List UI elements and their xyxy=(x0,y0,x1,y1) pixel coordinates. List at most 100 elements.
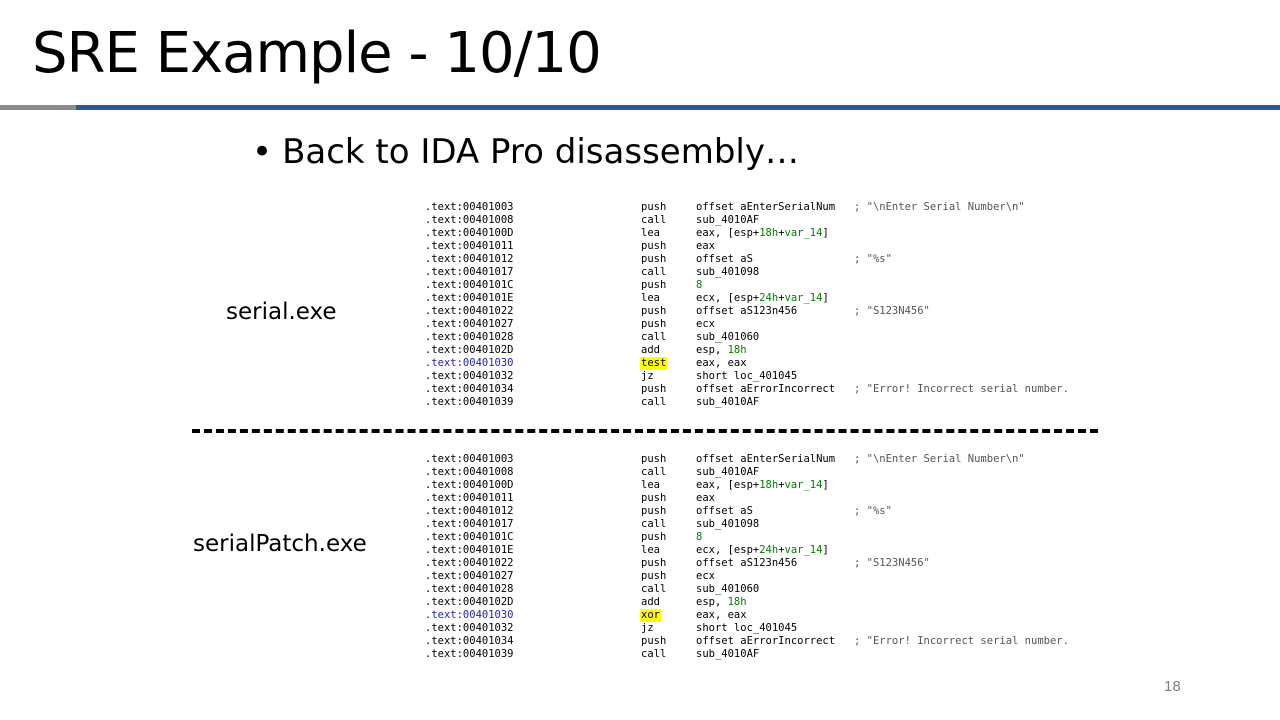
code-mnemonic: lea xyxy=(641,292,660,304)
code-comment: ; "Error! Incorrect serial number. xyxy=(854,635,1069,647)
code-address: .text:00401034 xyxy=(425,635,514,647)
code-comment: ; "%s" xyxy=(854,505,892,517)
code-address: .text:0040101E xyxy=(425,544,514,556)
code-operands: sub_401098 xyxy=(696,518,760,530)
code-operands: sub_4010AF xyxy=(696,214,760,226)
code-address: .text:0040101C xyxy=(425,531,514,543)
dashed-divider xyxy=(192,429,1098,433)
code-mnemonic: lea xyxy=(641,479,660,491)
code-mnemonic: push xyxy=(641,453,667,465)
code-mnemonic: call xyxy=(641,396,667,408)
code-address: .text:00401022 xyxy=(425,557,514,569)
code-address: .text:00401008 xyxy=(425,214,514,226)
code-comment: ; "S123N456" xyxy=(854,305,930,317)
code-address: .text:0040100D xyxy=(425,479,514,491)
code-address: .text:00401003 xyxy=(425,453,514,465)
code-operands: sub_4010AF xyxy=(696,648,760,660)
code-operands: eax xyxy=(696,240,715,252)
code-comment: ; "S123N456" xyxy=(854,557,930,569)
code-operands: esp, 18h xyxy=(696,596,747,608)
code-operands: sub_401060 xyxy=(696,331,760,343)
code-operands: sub_401060 xyxy=(696,583,760,595)
code-operands: 8 xyxy=(696,279,703,291)
code-address: .text:00401017 xyxy=(425,266,514,278)
code-mnemonic: call xyxy=(641,331,667,343)
code-address: .text:00401011 xyxy=(425,240,514,252)
serial-patch-disassembly: .text:00401003 push offset aEnterSerialNum… xyxy=(425,453,1105,661)
code-mnemonic: add xyxy=(641,596,660,608)
code-operands: offset aErrorIncorrect xyxy=(696,383,836,395)
code-mnemonic: push xyxy=(641,253,667,265)
code-mnemonic: jz xyxy=(641,370,654,382)
code-operands: short loc_401045 xyxy=(696,622,798,634)
code-mnemonic: call xyxy=(641,518,667,530)
code-operands: ecx, [esp+24h+var_14] xyxy=(696,292,829,304)
code-address: .text:00401034 xyxy=(425,383,514,395)
code-line: .text:0040101E lea ecx, [esp+24h+var_14] xyxy=(425,292,1105,305)
code-operands: ecx xyxy=(696,318,715,330)
bullet-marker: • xyxy=(252,132,273,172)
code-mnemonic: push xyxy=(641,635,667,647)
code-operands: eax, [esp+18h+var_14] xyxy=(696,227,829,239)
code-mnemonic: push xyxy=(641,383,667,395)
code-mnemonic: call xyxy=(641,466,667,478)
code-operands: eax, eax xyxy=(696,357,747,369)
code-mnemonic: jz xyxy=(641,622,654,634)
code-comment: ; "\nEnter Serial Number\n" xyxy=(854,201,1025,213)
code-operands: eax xyxy=(696,492,715,504)
code-operands: offset aEnterSerialNum xyxy=(696,453,836,465)
code-address: .text:00401008 xyxy=(425,466,514,478)
code-operands: sub_4010AF xyxy=(696,396,760,408)
code-address: .text:00401022 xyxy=(425,305,514,317)
code-mnemonic: push xyxy=(641,318,667,330)
code-operands: offset aS123n456 xyxy=(696,557,798,569)
code-mnemonic: call xyxy=(641,648,667,660)
code-mnemonic: add xyxy=(641,344,660,356)
code-address: .text:00401011 xyxy=(425,492,514,504)
code-address: .text:0040101E xyxy=(425,292,514,304)
code-operands: eax, [esp+18h+var_14] xyxy=(696,479,829,491)
code-address: .text:00401030 xyxy=(425,357,514,369)
code-address: .text:00401012 xyxy=(425,253,514,265)
title-rule-blue xyxy=(76,105,1280,110)
page-number: 18 xyxy=(1164,678,1181,695)
code-line: .text:00401028 call sub_401060 xyxy=(425,331,1105,344)
code-address: .text:00401030 xyxy=(425,609,514,621)
code-address: .text:0040101C xyxy=(425,279,514,291)
code-line: .text:00401034 push offset aErrorIncorrect… xyxy=(425,383,1105,396)
code-mnemonic: push xyxy=(641,305,667,317)
code-operands: esp, 18h xyxy=(696,344,747,356)
code-operands: offset aS xyxy=(696,253,753,265)
code-mnemonic: call xyxy=(641,266,667,278)
bullet-text: Back to IDA Pro disassembly… xyxy=(282,132,799,172)
code-address: .text:00401028 xyxy=(425,331,514,343)
code-line: .text:0040102D add esp, 18h xyxy=(425,596,1105,609)
serial-patch-exe-label: serialPatch.exe xyxy=(193,531,367,557)
code-operands: offset aEnterSerialNum xyxy=(696,201,836,213)
code-comment: ; "%s" xyxy=(854,253,892,265)
code-operands: 8 xyxy=(696,531,703,543)
code-line: .text:00401012 push offset aS ; "%s" xyxy=(425,253,1105,266)
code-address: .text:0040102D xyxy=(425,596,514,608)
code-mnemonic: test xyxy=(640,357,668,370)
code-line: .text:00401030 test eax, eax xyxy=(425,357,1105,370)
code-address: .text:00401017 xyxy=(425,518,514,530)
